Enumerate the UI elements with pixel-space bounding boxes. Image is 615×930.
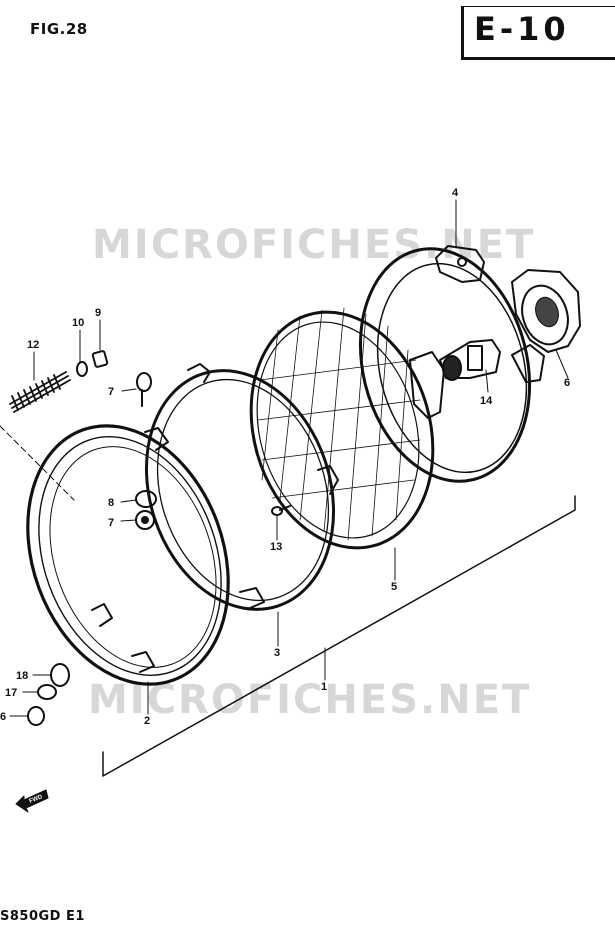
label-part-5: 5 — [391, 581, 397, 593]
headlight-housing — [358, 245, 545, 483]
socket-cover — [511, 269, 581, 353]
assembly-bracket — [102, 495, 576, 777]
label-part-3: 3 — [274, 647, 280, 659]
label-part-14: 13 — [270, 541, 282, 553]
nut-part-18 — [50, 663, 70, 687]
outer-rim — [26, 424, 230, 686]
nut-part-12 — [76, 361, 88, 377]
label-part-12: 10 — [72, 317, 84, 329]
figure-label: FIG.28 — [30, 20, 88, 38]
lens-unit — [249, 307, 435, 550]
label-part-9: 8 — [108, 497, 114, 509]
washer-part-17 — [37, 684, 57, 700]
label-part-13: 12 — [27, 339, 39, 351]
label-part-2: 2 — [144, 715, 150, 727]
screw-part-14 — [271, 505, 291, 516]
forward-arrow-label: FWD — [29, 794, 45, 805]
label-part-15: 14 — [480, 395, 493, 407]
nut-part-10 — [91, 350, 109, 368]
label-part-7: 7 — [108, 386, 114, 398]
label-part-10: 9 — [95, 307, 101, 319]
label-part-18: 18 — [16, 670, 28, 682]
section-code: E-10 — [474, 10, 570, 48]
label-part-4: 4 — [452, 187, 459, 199]
forward-arrow: FWD — [15, 789, 49, 813]
label-part-8: 7 — [108, 517, 114, 529]
label-part-17: 17 — [5, 687, 17, 699]
model-code: S850GD E1 — [0, 909, 85, 924]
headlight-bulb — [409, 339, 501, 419]
label-part-1: 1 — [321, 681, 327, 693]
washer-part-9 — [135, 490, 157, 508]
section-box — [461, 6, 615, 60]
screw-part-7 — [136, 372, 152, 407]
nut-part-16 — [27, 706, 45, 726]
label-part-16: 6 — [0, 711, 6, 723]
alignment-line — [0, 425, 75, 501]
inner-rim — [144, 363, 339, 611]
label-part-6: 6 — [564, 377, 570, 389]
nut-part-8 — [135, 510, 155, 530]
leader-lines — [9, 199, 569, 717]
adjuster-spring — [9, 371, 71, 413]
